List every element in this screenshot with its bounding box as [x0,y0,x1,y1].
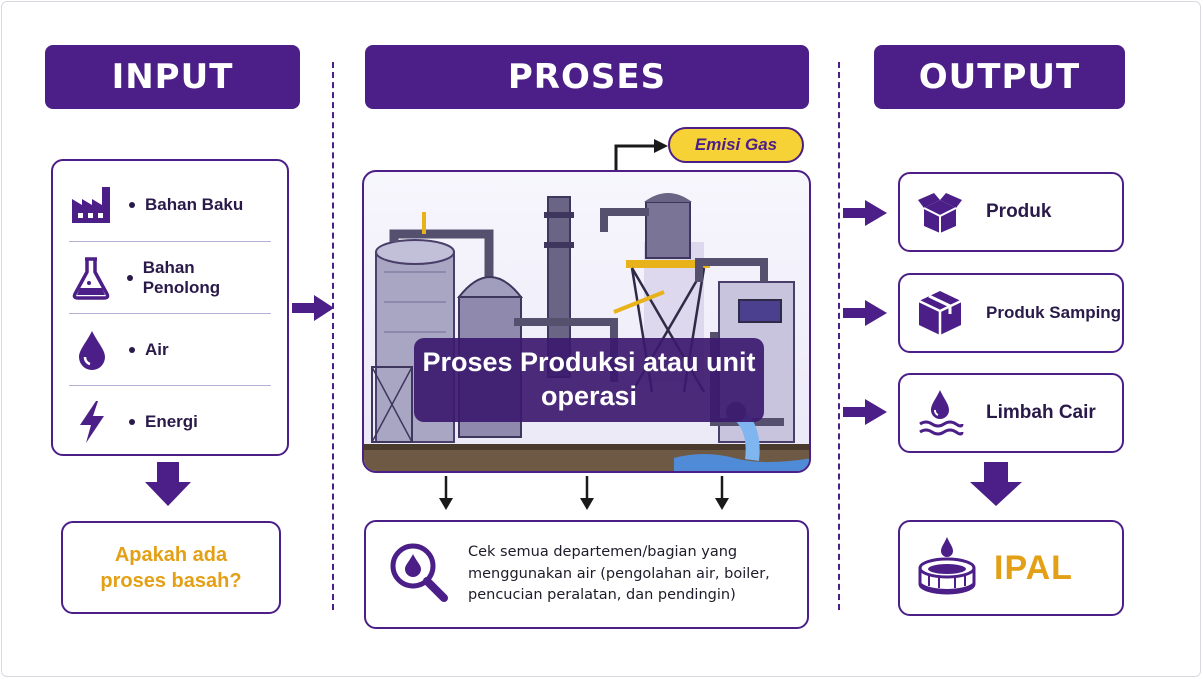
flask-icon [69,255,113,301]
input-label: Bahan Baku [145,195,244,214]
arrow-right-icon [292,295,334,321]
arrow-down-icon [439,476,453,510]
factory-illustration: Proses Produksi atau unit operasi [362,170,811,473]
ipal-label: IPAL [994,548,1073,587]
arrow-down-icon [715,476,729,510]
bullet [129,346,135,353]
wastewater-icon [914,387,966,439]
column-divider [838,62,840,610]
arrow-right-icon [843,399,887,425]
factory-icon [69,182,115,228]
water-drop-icon [69,327,115,373]
emission-arrow-icon [614,139,668,174]
arrow-right-icon [843,200,887,226]
bullet [126,274,133,281]
note-text: Cek semua departemen/bagian yang menggun… [468,543,770,604]
arrow-down-icon [145,462,191,506]
bullet [129,202,135,208]
arrow-down-icon [580,476,594,510]
input-item-bahan-baku: Bahan Baku [69,169,271,241]
output-produk-samping: Produk Samping [898,273,1124,353]
ipal-box: IPAL [898,520,1124,616]
proses-header: PROSES [365,45,809,109]
output-label: Produk Samping [986,303,1122,322]
bullet [129,418,135,425]
input-item-air: Air [69,313,271,385]
factory-scene-icon [364,193,809,471]
input-label: Air [145,339,169,359]
input-header: INPUT [45,45,300,109]
treatment-tank-icon [916,536,978,601]
process-label: Proses Produksi atau unit operasi [414,338,764,422]
arrow-right-icon [843,300,887,326]
output-limbah-cair: Limbah Cair [898,373,1124,453]
magnifier-water-icon [388,541,448,608]
output-header: OUTPUT [874,45,1125,109]
output-label: Produk [986,201,1052,222]
input-label: Energi [145,411,198,431]
output-label: Limbah Cair [986,402,1096,423]
output-produk: Produk [898,172,1124,252]
question-text: Apakah ada proses basah? [100,543,242,592]
wet-process-question: Apakah ada proses basah? [61,521,281,614]
input-list: Bahan Baku Bahan Penolong Air Energi [51,159,289,456]
input-label: Bahan Penolong [142,257,221,297]
open-box-icon [914,186,966,238]
package-icon [914,287,966,339]
input-item-bahan-penolong: Bahan Penolong [69,241,271,313]
water-check-note: Cek semua departemen/bagian yang menggun… [364,520,809,629]
column-divider [332,62,334,610]
lightning-icon [69,399,115,445]
arrow-down-icon [970,462,1022,506]
emission-badge: Emisi Gas [668,127,804,163]
input-item-energi: Energi [69,385,271,457]
